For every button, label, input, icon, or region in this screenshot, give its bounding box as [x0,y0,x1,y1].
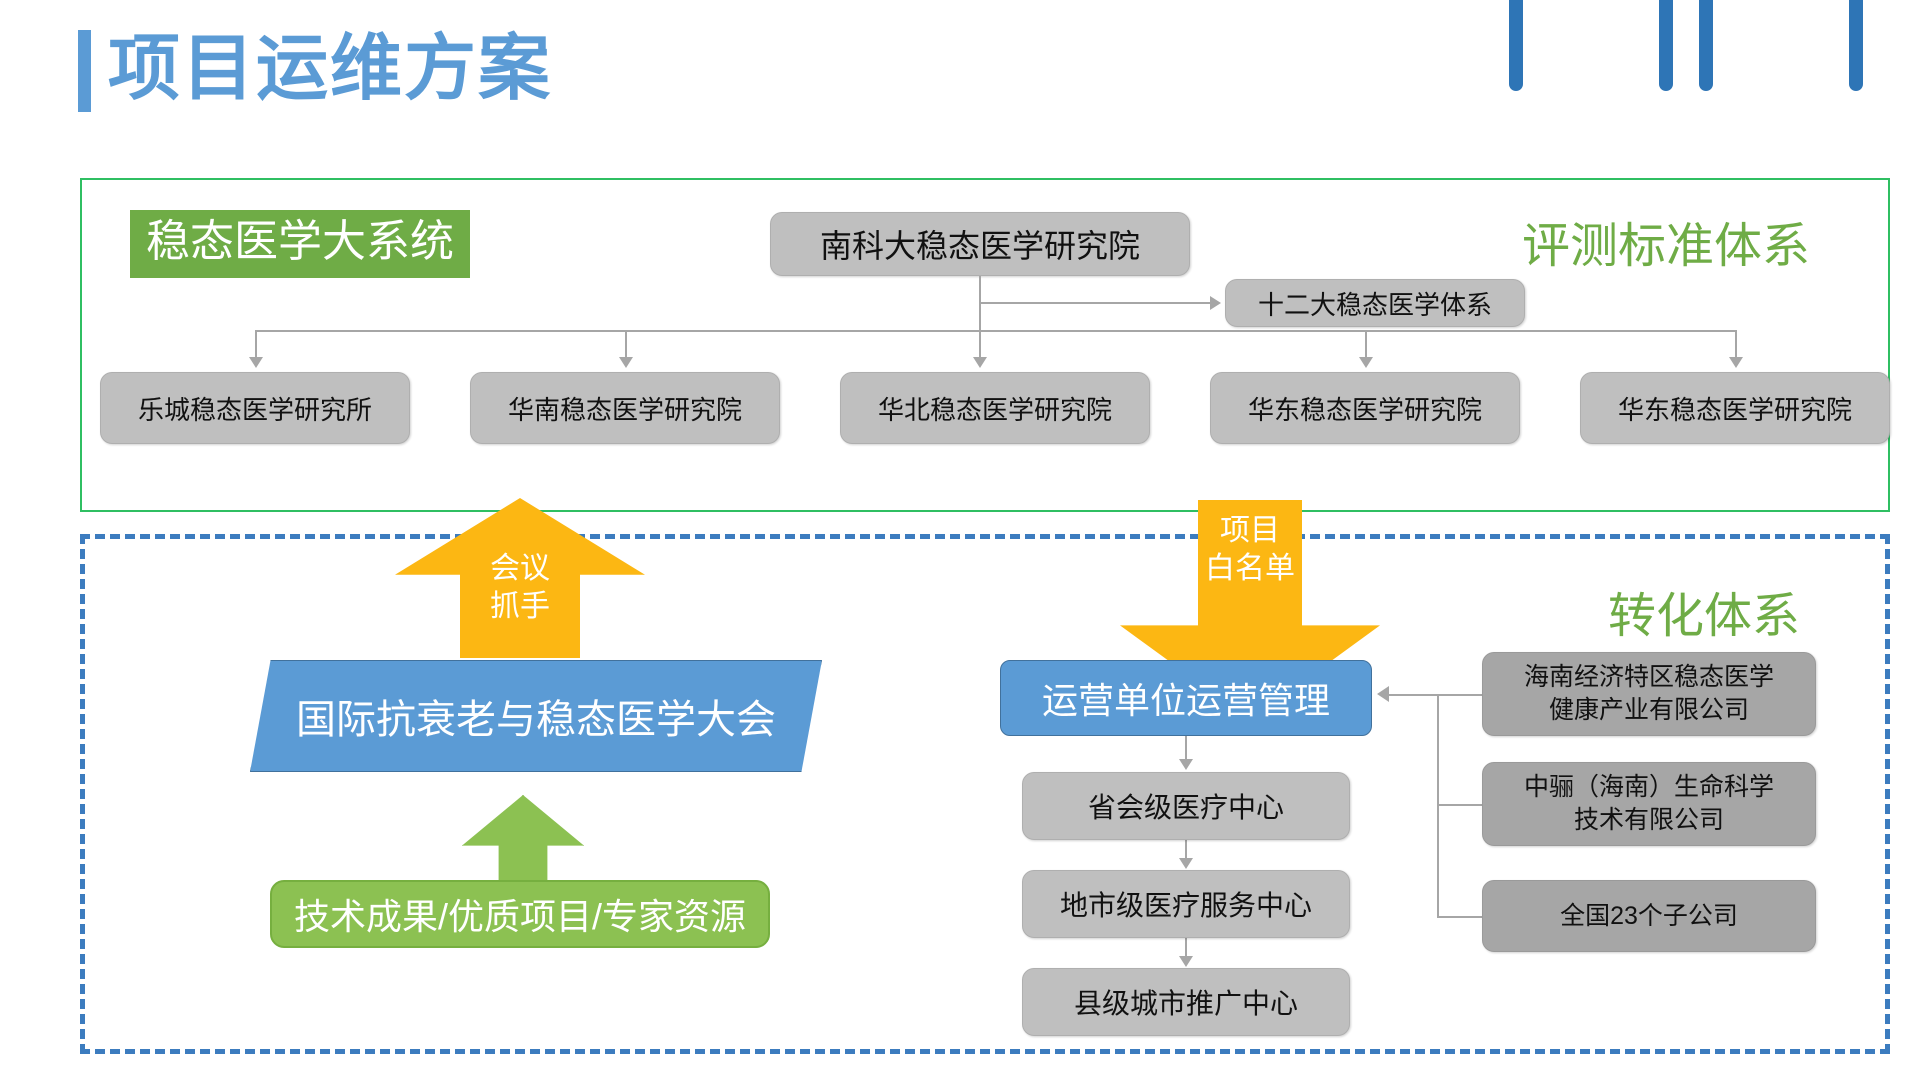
node-institute-5[interactable]: 华东稳态医学研究院 [1580,372,1890,444]
connector-arrow-1 [249,357,263,368]
node-institute-4-label: 华东稳态医学研究院 [1247,394,1482,425]
connector-drop-1 [255,330,257,358]
node-institute-5-label: 华东稳态医学研究院 [1617,394,1852,425]
connector-arrow-5 [1729,357,1743,368]
page-title: 项目运维方案 [108,29,553,109]
connector-drop-2 [625,330,627,358]
node-twelve-systems[interactable]: 十二大稳态医学体系 [1225,279,1525,327]
system-label: 稳态医学大系统 [130,210,470,278]
node-company-2[interactable]: 中骊（海南）生命科学 技术有限公司 [1482,762,1816,846]
connector-company-2 [1437,804,1482,806]
node-institute-1[interactable]: 乐城稳态医学研究所 [100,372,410,444]
node-chain-2[interactable]: 地市级医疗服务中心 [1022,870,1350,938]
title-accent-bar [78,30,91,112]
double-chevron-logo [1509,0,1863,91]
node-chain-1-label: 省会级医疗中心 [1087,792,1284,823]
connector-arrow-3 [973,357,987,368]
node-conference-label: 国际抗衰老与稳态医学大会 [296,698,776,742]
connector-drop-4 [1365,330,1367,358]
node-chain-3-label: 县级城市推广中心 [1073,988,1298,1019]
connector-op-1 [1185,736,1187,760]
connector-op-arrow-3 [1179,956,1193,967]
connector-arrow-to-twelve [1210,296,1221,310]
connector-op-3 [1185,938,1187,960]
connector-arrow-2 [619,357,633,368]
connector-root-to-twelve-h [979,302,1210,304]
connector-op-2 [1185,840,1187,862]
bottom-panel-border [80,534,1890,1054]
top-panel-title: 评测标准体系 [1521,220,1810,273]
node-company-1-label: 海南经济特区稳态医学 健康产业有限公司 [1523,663,1774,724]
top-panel-border [80,178,1890,512]
node-company-2-label: 中骊（海南）生命科学 技术有限公司 [1523,773,1774,834]
connector-op-arrow-1 [1179,759,1193,770]
node-company-1[interactable]: 海南经济特区稳态医学 健康产业有限公司 [1482,652,1816,736]
connector-arrow-4 [1359,357,1373,368]
node-conference[interactable]: 国际抗衰老与稳态医学大会 [250,660,822,772]
node-root-institute[interactable]: 南科大稳态医学研究院 [770,212,1190,276]
arrow-up-yellow-label: 会议 抓手 [490,552,550,623]
connector-company-1 [1389,694,1482,696]
node-chain-3[interactable]: 县级城市推广中心 [1022,968,1350,1036]
node-resources-label: 技术成果/优质项目/专家资源 [293,896,746,937]
node-institute-1-label: 乐城稳态医学研究所 [137,394,372,425]
connector-company-arrow [1377,686,1389,702]
node-operator[interactable]: 运营单位运营管理 [1000,660,1372,736]
connector-bus [255,330,1735,332]
node-operator-label: 运营单位运营管理 [1041,680,1330,721]
bottom-panel-title: 转化体系 [1607,590,1800,643]
node-company-3[interactable]: 全国23个子公司 [1482,880,1816,952]
arrow-down-yellow-label: 项目 白名单 [1205,514,1295,585]
node-institute-3[interactable]: 华北稳态医学研究院 [840,372,1150,444]
connector-company-3 [1437,916,1482,918]
node-chain-1[interactable]: 省会级医疗中心 [1022,772,1350,840]
node-institute-3-label: 华北稳态医学研究院 [877,394,1112,425]
node-institute-4[interactable]: 华东稳态医学研究院 [1210,372,1520,444]
node-root-institute-label: 南科大稳态医学研究院 [819,228,1140,264]
node-institute-2[interactable]: 华南稳态医学研究院 [470,372,780,444]
node-resources[interactable]: 技术成果/优质项目/专家资源 [270,880,770,948]
node-twelve-systems-label: 十二大稳态医学体系 [1257,289,1492,320]
connector-op-arrow-2 [1179,858,1193,869]
node-company-3-label: 全国23个子公司 [1560,901,1738,930]
node-chain-2-label: 地市级医疗服务中心 [1059,890,1312,921]
connector-drop-5 [1735,330,1737,358]
node-institute-2-label: 华南稳态医学研究院 [507,394,742,425]
connector-drop-3 [979,276,981,358]
